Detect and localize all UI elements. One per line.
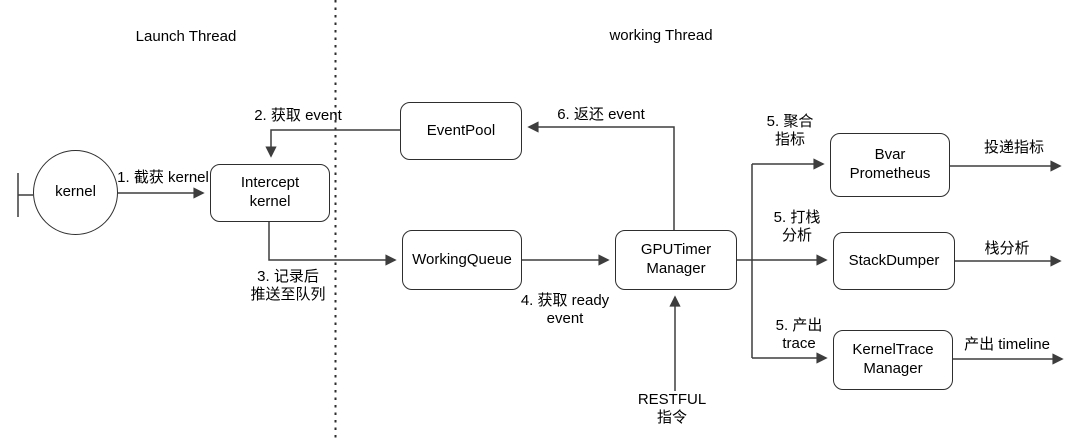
node-event-pool: EventPool bbox=[400, 102, 522, 160]
edge-label-step1: 1. 截获 kernel bbox=[117, 169, 209, 186]
edge-label-step5-stack: 5. 打栈 分析 bbox=[773, 209, 821, 244]
edge-label-step2: 2. 获取 event bbox=[254, 107, 342, 124]
node-kernel: kernel bbox=[33, 150, 118, 235]
edge-step2 bbox=[265, 129, 400, 158]
edge-label-step6: 6. 返还 event bbox=[557, 106, 645, 123]
edge-step6 bbox=[527, 121, 675, 230]
node-working-queue: WorkingQueue bbox=[402, 230, 522, 290]
edge-label-out-metrics: 投递指标 bbox=[983, 139, 1044, 156]
edge-label-restful: RESTFUL 指令 bbox=[637, 391, 707, 426]
edge-label-step3: 3. 记录后 推送至队列 bbox=[250, 268, 326, 303]
edge-label-step5-metrics: 5. 聚合 指标 bbox=[766, 113, 814, 148]
node-stack-dumper: StackDumper bbox=[833, 232, 955, 290]
edge-step3 bbox=[268, 222, 397, 266]
edge-label-step5-trace: 5. 产出 trace bbox=[775, 317, 823, 352]
lane-title-launch-thread: Launch Thread bbox=[135, 28, 237, 45]
edge-label-step4: 4. 获取 ready event bbox=[520, 292, 610, 327]
node-gputimer-manager: GPUTimer Manager bbox=[615, 230, 737, 290]
edge-label-out-timeline: 产出 timeline bbox=[964, 336, 1050, 353]
lane-title-working-thread: working Thread bbox=[609, 27, 713, 44]
edge-label-out-stack: 栈分析 bbox=[984, 240, 1030, 257]
node-kernel-trace-manager: KernelTrace Manager bbox=[833, 330, 953, 390]
start-tick bbox=[17, 173, 33, 217]
node-intercept-kernel: Intercept kernel bbox=[210, 164, 330, 222]
node-bvar-prometheus: Bvar Prometheus bbox=[830, 133, 950, 197]
